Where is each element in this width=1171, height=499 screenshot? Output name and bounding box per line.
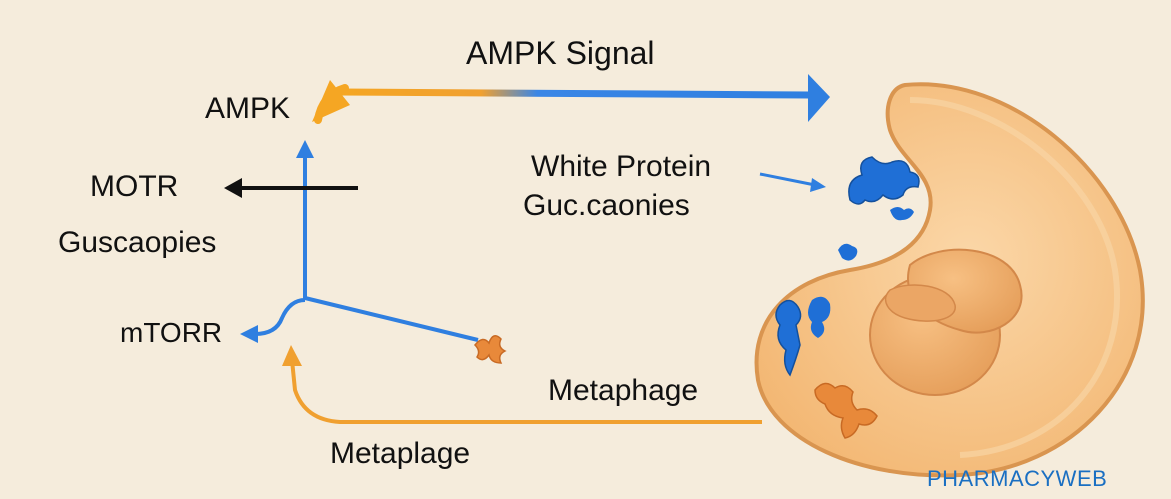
watermark-pharmacyweb: PHARMACYWEB [927, 466, 1108, 491]
label-motr: MOTR [90, 170, 179, 203]
label-metaplage: Metaplage [330, 437, 471, 470]
metaphage-arrow [282, 345, 762, 424]
orange-molecule-icon [473, 335, 507, 364]
label-mtorr: mTORR [120, 317, 223, 348]
blue-pathway-arrow [240, 140, 479, 343]
label-white-protein: White Protein [531, 150, 712, 183]
cell-illustration [754, 82, 1145, 478]
white-protein-arrow [759, 172, 826, 192]
label-metaphage: Metaphage [548, 374, 699, 407]
ampk-signal-arrow [312, 74, 830, 124]
motr-arrow [224, 178, 358, 198]
diagram-title: AMPK Signal [466, 35, 655, 71]
label-guscaopies: Guscaopies [58, 226, 217, 259]
label-guc-caonies: Guc.caonies [523, 189, 690, 222]
label-ampk: AMPK [205, 92, 291, 125]
